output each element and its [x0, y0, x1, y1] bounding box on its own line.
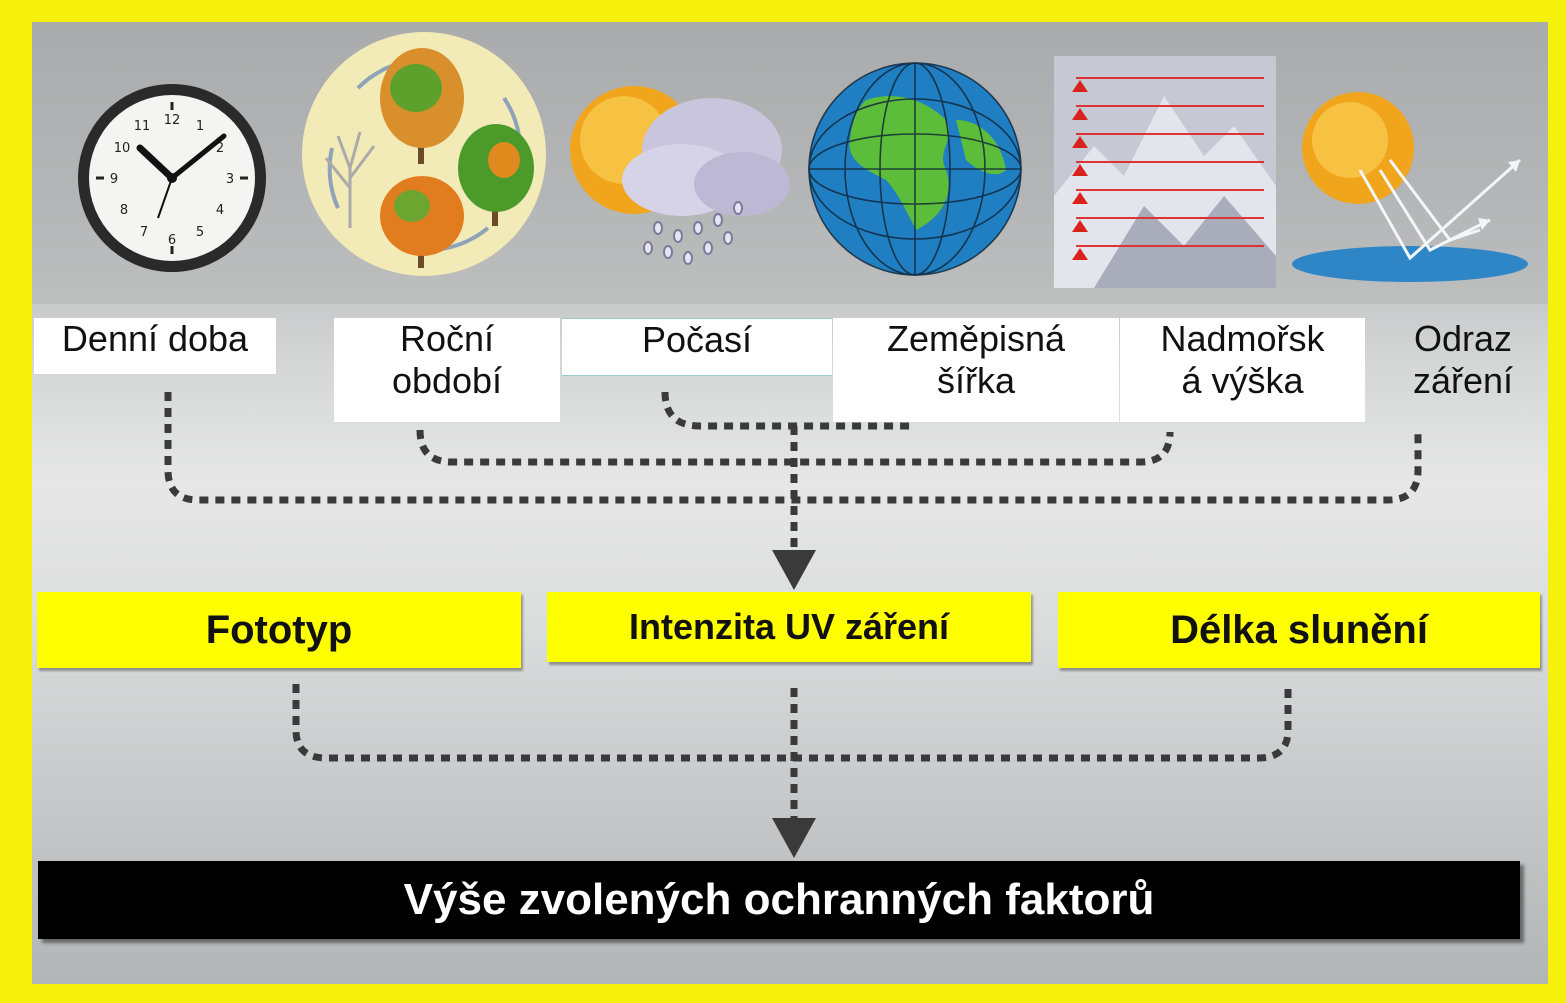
svg-text:8: 8 [120, 203, 128, 218]
result-box: Výše zvolených ochranných faktorů [38, 861, 1520, 939]
label-zemepisna-sirka: Zeměpisná šířka [833, 318, 1119, 422]
label-nadmorska-vyska: Nadmořsk á výška [1120, 318, 1365, 422]
svg-text:3: 3 [226, 172, 234, 187]
svg-text:7: 7 [140, 225, 148, 240]
seasons-icon [302, 32, 546, 276]
altitude-icon [1054, 56, 1276, 288]
svg-text:12: 12 [164, 113, 181, 128]
icon-band [32, 22, 1548, 304]
fototyp-box: Fototyp [37, 592, 521, 668]
svg-text:10: 10 [114, 141, 131, 156]
delka-sluneni-box: Délka slunění [1058, 592, 1540, 668]
intenzita-uv-box: Intenzita UV záření [547, 592, 1031, 662]
svg-text:6: 6 [168, 233, 176, 248]
svg-text:4: 4 [216, 203, 224, 218]
globe-icon [808, 62, 1022, 276]
label-rocni-obdobi: Roční období [334, 318, 560, 422]
reflection-icon [1292, 92, 1528, 282]
weather-icon [570, 86, 790, 265]
label-denni-doba: Denní doba [34, 318, 276, 374]
label-odraz-zareni: Odraz záření [1412, 318, 1514, 401]
svg-text:11: 11 [134, 119, 151, 134]
svg-text:2: 2 [216, 141, 224, 156]
label-pocasi: Počasí [562, 318, 832, 376]
svg-text:9: 9 [110, 172, 118, 187]
svg-text:1: 1 [196, 119, 204, 134]
svg-text:5: 5 [196, 225, 204, 240]
